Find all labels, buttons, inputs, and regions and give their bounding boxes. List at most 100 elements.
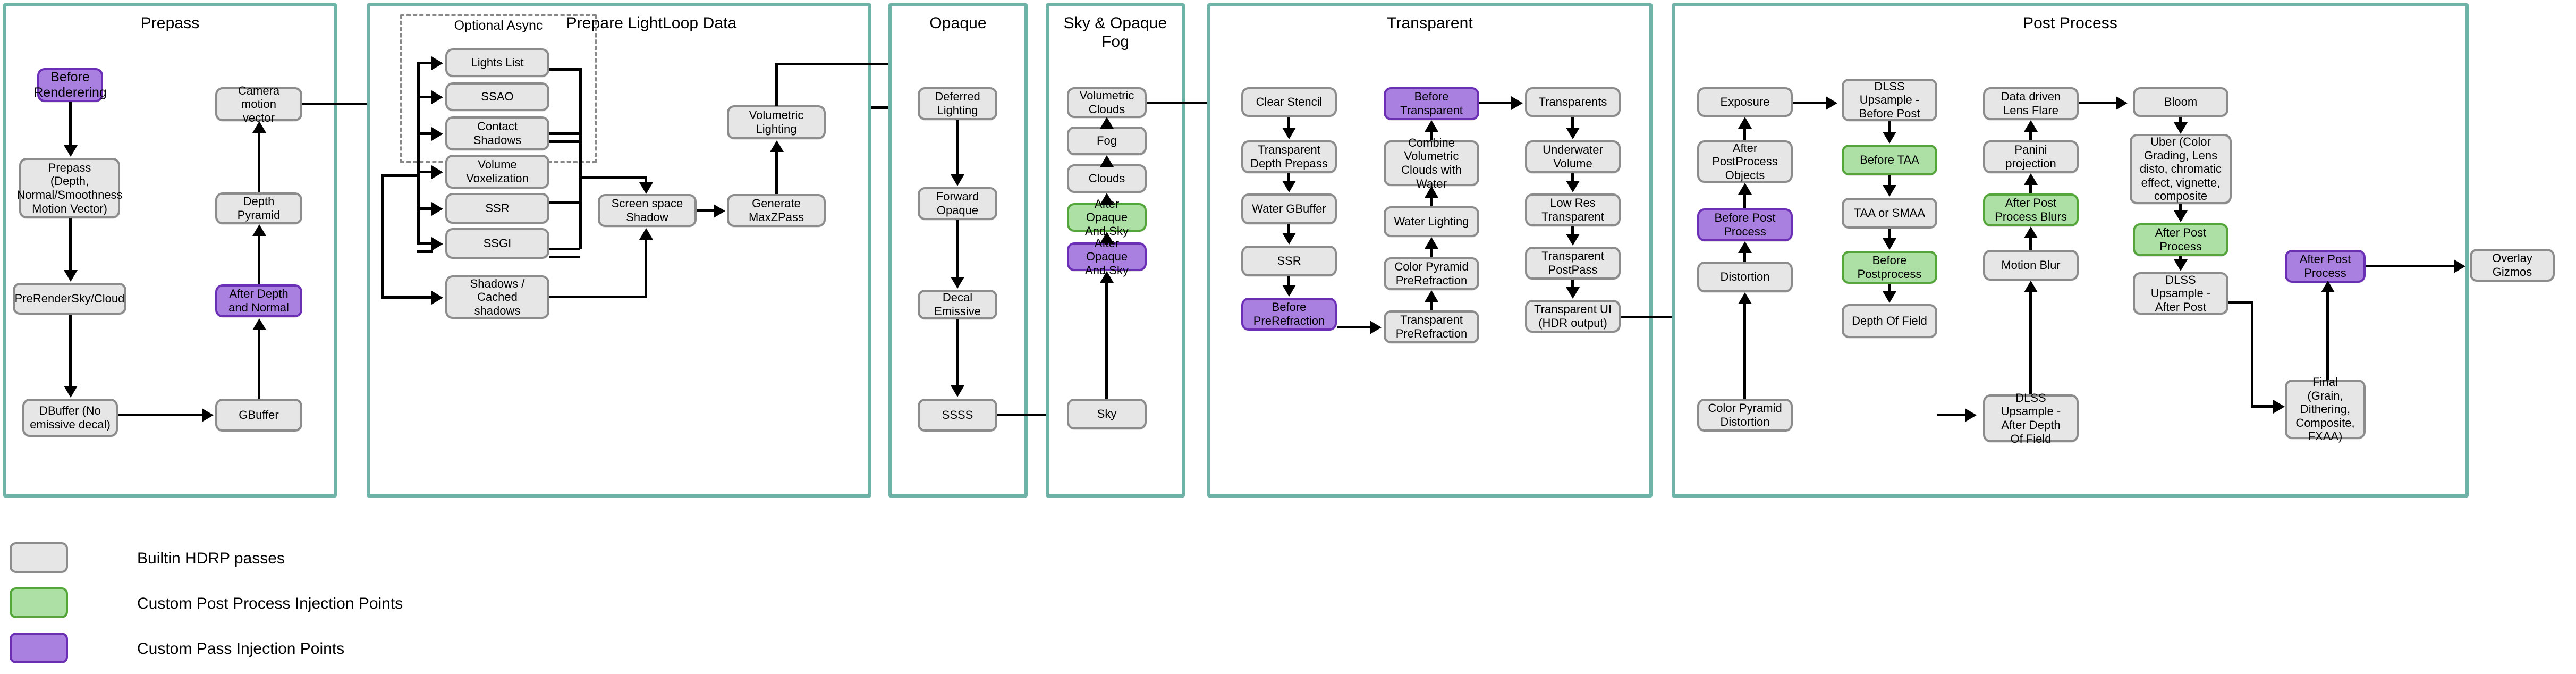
- arrowhead-before-post-process: [1738, 241, 1752, 253]
- node-depth-of-field[interactable]: Depth Of Field: [1842, 304, 1937, 338]
- node-volume-voxelization[interactable]: Volume Voxelization: [445, 155, 549, 189]
- connector-lights-list-out: [549, 68, 580, 71]
- connector-dlss-after-post-out: [2228, 301, 2253, 304]
- connector-transparents-to-underwater: [1571, 117, 1574, 129]
- arrowhead-taa-or-smaa: [1883, 185, 1896, 197]
- node-bloom[interactable]: Bloom: [2133, 87, 2228, 117]
- arrowhead-prerendersky: [64, 270, 78, 282]
- node-ssss[interactable]: SSSS: [918, 399, 997, 432]
- node-shadows-cached-shadows[interactable]: Shadows / Cached shadows: [445, 275, 549, 319]
- node-decal-emissive[interactable]: Decal Emissive: [918, 290, 997, 319]
- node-ssr-async[interactable]: SSR: [445, 193, 549, 224]
- node-after-post-process-purple[interactable]: After Post Process: [2285, 250, 2366, 283]
- arrowhead-water-lighting: [1425, 237, 1438, 249]
- node-underwater-volume[interactable]: Underwater Volume: [1525, 140, 1621, 173]
- arrowhead-generate-maxzpass: [714, 204, 725, 218]
- node-before-transparent[interactable]: Before Transparent: [1384, 87, 1479, 120]
- node-transparent-depth-prepass[interactable]: Transparent Depth Prepass: [1241, 140, 1337, 173]
- arrowhead-after-depth-normal: [252, 318, 266, 330]
- node-ssr-transparent[interactable]: SSR: [1241, 246, 1337, 276]
- connector-lowres-to-postpass: [1571, 226, 1574, 235]
- node-sky[interactable]: Sky: [1067, 399, 1147, 429]
- node-water-lighting[interactable]: Water Lighting: [1384, 206, 1479, 237]
- node-before-post-process[interactable]: Before Post Process: [1697, 208, 1793, 241]
- connector-panini-to-lens-flare: [2029, 130, 2032, 140]
- connector-before-taa-to-taa-smaa: [1888, 175, 1891, 186]
- legend-label-custom-post-process: Custom Post Process Injection Points: [137, 595, 403, 612]
- node-color-pyramid-distortion[interactable]: Color Pyramid Distortion: [1697, 399, 1793, 432]
- node-panini-projection[interactable]: Panini projection: [1983, 140, 2079, 173]
- node-data-driven-lens-flare[interactable]: Data driven Lens Flare: [1983, 87, 2079, 120]
- node-prerendersky-cloud[interactable]: PreRenderSky/Cloud: [13, 283, 126, 315]
- node-ssgi[interactable]: SSGI: [445, 228, 549, 259]
- legend-swatch-custom-post-process: [10, 587, 68, 618]
- node-dbuffer[interactable]: DBuffer (No emissive decal): [22, 399, 118, 437]
- node-deferred-lighting[interactable]: Deferred Lighting: [918, 87, 997, 120]
- node-lights-list[interactable]: Lights List: [445, 48, 549, 77]
- connector-postpass-to-ui: [1571, 280, 1574, 288]
- node-dlss-upsample-after-dof[interactable]: DLSS Upsample - After Depth Of Field: [1983, 391, 2079, 445]
- node-fog[interactable]: Fog: [1067, 127, 1147, 155]
- node-camera-motion-vector[interactable]: Camera motion vector: [215, 84, 302, 124]
- node-distortion[interactable]: Distortion: [1697, 262, 1793, 292]
- node-color-pyramid-prerefraction[interactable]: Color Pyramid PreRefraction: [1384, 257, 1479, 290]
- node-clouds[interactable]: Clouds: [1067, 164, 1147, 193]
- node-transparents[interactable]: Transparents: [1525, 87, 1621, 117]
- node-volumetric-clouds[interactable]: Volumetric Clouds: [1067, 87, 1147, 118]
- node-motion-blur[interactable]: Motion Blur: [1983, 250, 2079, 281]
- connector-taa-smaa-to-before-postprocess: [1888, 229, 1891, 239]
- arrowhead-panini-projection: [2024, 173, 2038, 185]
- node-before-rendering[interactable]: Before Renderering: [33, 68, 107, 102]
- connector-dof-to-dlss-after-dof: [1937, 414, 1967, 416]
- arrowhead-clouds: [1100, 193, 1114, 205]
- node-taa-or-smaa[interactable]: TAA or SMAA: [1842, 198, 1937, 229]
- arrowhead-gbuffer: [202, 408, 214, 422]
- node-contact-shadows[interactable]: Contact Shadows: [445, 116, 549, 150]
- node-depth-pyramid[interactable]: Depth Pyramid: [215, 192, 302, 224]
- node-after-post-process-blurs[interactable]: After Post Process Blurs: [1983, 193, 2079, 226]
- node-volumetric-lighting[interactable]: Volumetric Lighting: [727, 105, 826, 139]
- connector-shadows-cached-out: [549, 296, 647, 298]
- node-transparent-postpass[interactable]: Transparent PostPass: [1525, 247, 1621, 280]
- node-low-res-transparent[interactable]: Low Res Transparent: [1525, 193, 1621, 226]
- node-ssao[interactable]: SSAO: [445, 82, 549, 111]
- node-dlss-upsample-before-post[interactable]: DLSS Upsample - Before Post: [1842, 79, 1937, 121]
- node-before-prerefraction[interactable]: Before PreRefraction: [1241, 298, 1337, 331]
- node-transparent-ui[interactable]: Transparent UI (HDR output): [1525, 300, 1621, 333]
- node-overlay-gizmos[interactable]: Overlay Gizmos: [2470, 249, 2555, 282]
- node-gbuffer[interactable]: GBuffer: [215, 399, 302, 432]
- node-clear-stencil[interactable]: Clear Stencil: [1241, 87, 1337, 117]
- node-after-post-process-green[interactable]: After Post Process: [2133, 223, 2228, 256]
- node-water-gbuffer[interactable]: Water GBuffer: [1241, 193, 1337, 224]
- group-title-sky-fog: Sky & Opaque Fog: [1063, 14, 1167, 51]
- node-final-grain[interactable]: Final (Grain, Dithering, Composite, FXAA…: [2285, 375, 2366, 443]
- node-before-taa[interactable]: Before TAA: [1842, 145, 1937, 175]
- connector-after-post-purple-to-overlay: [2366, 265, 2456, 267]
- node-after-opaque-and-sky-green[interactable]: After Opaque And Sky: [1067, 197, 1147, 238]
- node-generate-maxzpass[interactable]: Generate MaxZPass: [727, 194, 826, 227]
- node-screen-space-shadow[interactable]: Screen space Shadow: [598, 194, 697, 227]
- node-after-depth-and-normal[interactable]: After Depth and Normal: [215, 284, 302, 317]
- subgroup-title-optional-async: Optional Async: [454, 18, 543, 33]
- node-before-postprocess[interactable]: Before Postprocess: [1842, 251, 1937, 284]
- node-forward-opaque[interactable]: Forward Opaque: [918, 187, 997, 220]
- node-uber[interactable]: Uber (Color Grading, Lens disto, chromat…: [2130, 134, 2232, 204]
- connector-lens-flare-to-bloom: [2079, 102, 2117, 104]
- connector-dbuffer-to-gbuffer: [118, 414, 203, 416]
- node-exposure[interactable]: Exposure: [1697, 87, 1793, 117]
- node-dlss-upsample-after-post[interactable]: DLSS Upsample - After Post: [2133, 272, 2228, 315]
- node-prepass-depth[interactable]: Prepass (Depth, Normal/Smoothness Motion…: [16, 158, 123, 218]
- arrowhead-dlss-upsample-after-dof: [1965, 408, 1977, 422]
- node-transparent-prerefraction[interactable]: Transparent PreRefraction: [1384, 310, 1479, 343]
- arrowhead-after-post-process-purple: [2321, 281, 2335, 292]
- node-after-opaque-and-sky-purple[interactable]: After Opaque And Sky: [1067, 237, 1147, 277]
- group-title-prepass: Prepass: [140, 14, 200, 32]
- node-after-postprocess-objects[interactable]: After PostProcess Objects: [1697, 140, 1793, 183]
- arrowhead-combine-volumetric-clouds: [1425, 186, 1438, 198]
- arrowhead-transparent-prerefraction: [1370, 321, 1382, 334]
- node-combine-volumetric-clouds-with-water[interactable]: Combine Volumetric Clouds with Water: [1384, 136, 1479, 190]
- connector-motion-blur-to-after-blurs: [2029, 236, 2032, 250]
- arrowhead-lights-list: [431, 56, 443, 70]
- arrowhead-ssr-async: [431, 202, 443, 216]
